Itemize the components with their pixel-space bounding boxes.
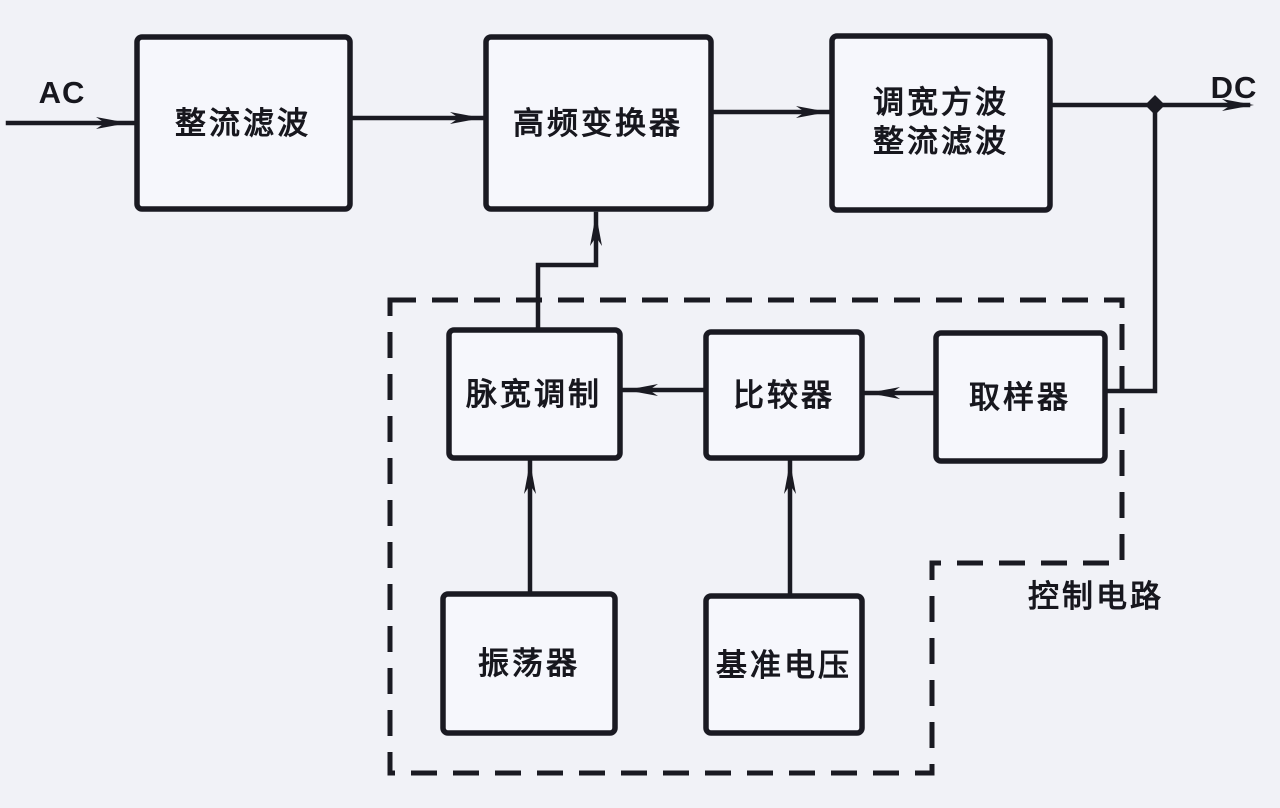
block-comparator xyxy=(703,329,865,461)
block-sampler xyxy=(933,330,1108,464)
block-rectifier-filter xyxy=(134,34,353,212)
block-reference-voltage xyxy=(703,593,865,736)
block-reference-voltage-label: 基准电压 xyxy=(716,648,852,683)
block-hf-converter xyxy=(483,34,714,212)
arrowhead-into-comparator-bottom xyxy=(784,462,796,494)
block-comparator-label: 比较器 xyxy=(733,378,835,413)
block-hf-converter-label: 高频变换器 xyxy=(513,106,683,141)
arrowhead-ac-in xyxy=(96,117,128,129)
block-sampler-label: 取样器 xyxy=(969,380,1071,415)
arrowhead-into-converter-bottom xyxy=(590,214,602,246)
ac-input-label: AC xyxy=(39,75,86,110)
block-width-modulated-rectifier-label-line2: 整流滤波 xyxy=(873,124,1009,159)
junction-dc-branch xyxy=(1145,95,1165,115)
block-rectifier-filter-label: 整流滤波 xyxy=(175,106,311,141)
block-oscillator-label: 振荡器 xyxy=(478,646,580,681)
arrowhead-into-pwm-bottom xyxy=(524,462,536,494)
block-pwm-label: 脉宽调制 xyxy=(466,377,602,412)
control-circuit-dashed-border xyxy=(387,297,1125,776)
wire-pwm-to-converter xyxy=(535,211,599,333)
wire-dc-branch-to-sampler xyxy=(1102,102,1158,394)
block-width-modulated-rectifier xyxy=(829,33,1053,213)
block-pwm xyxy=(446,327,623,461)
arrowhead-dc-out xyxy=(1222,99,1254,111)
dc-output-label: DC xyxy=(1211,70,1258,105)
control-circuit-label: 控制电路 xyxy=(1028,579,1164,614)
block-oscillator xyxy=(440,591,618,736)
arrowhead-into-pwm-right xyxy=(626,384,658,396)
arrowhead-into-converter xyxy=(450,112,482,124)
arrowhead-into-output-stage xyxy=(796,106,828,118)
arrowhead-into-comparator-right xyxy=(868,387,900,399)
block-width-modulated-rectifier-label-line1: 调宽方波 xyxy=(873,85,1009,120)
